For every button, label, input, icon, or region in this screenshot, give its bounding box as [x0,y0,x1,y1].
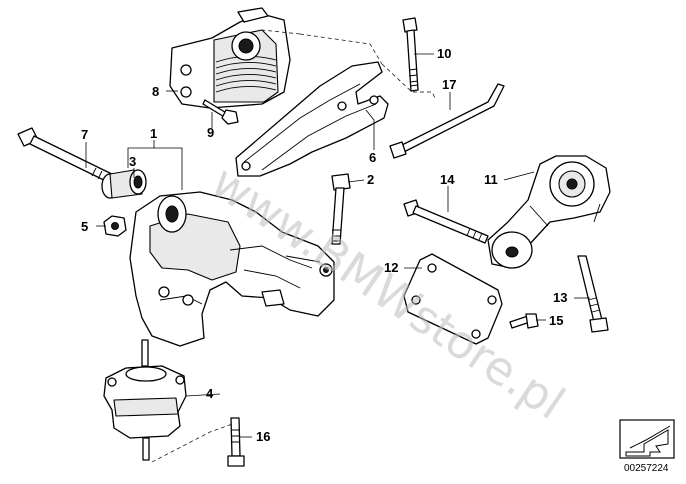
callout-13: 13 [553,290,567,305]
part-15-bolt [509,313,539,329]
callout-8: 8 [152,84,159,99]
callout-1: 1 [150,126,157,141]
part-6-bracket-arm [235,29,389,177]
part-10-bolt [381,17,437,101]
callout-5: 5 [81,219,88,234]
callout-labels: 1 2 3 4 5 6 7 8 9 10 11 12 13 14 15 16 1… [81,46,567,444]
callout-7: 7 [81,127,88,142]
part-11-rear-mount [487,155,611,269]
callout-16: 16 [256,429,270,444]
callout-11: 11 [484,172,498,187]
callout-10: 10 [437,46,451,61]
callout-12: 12 [384,260,398,275]
reference-box: 00257224 [619,419,675,474]
callout-17: 17 [442,77,456,92]
part-5-nut [103,215,127,237]
part-3-bush [101,169,147,199]
callout-6: 6 [369,150,376,165]
part-12-plate [403,253,503,345]
part-4-engine-mount [103,339,239,463]
leader-lines [85,53,590,438]
part-17-cable-tie [389,83,505,159]
part-1-main-bracket [129,191,335,347]
part-16-bolt [227,417,245,467]
callout-4: 4 [206,386,214,401]
callout-9: 9 [207,125,214,140]
part-9-bolt [202,99,239,125]
callout-14: 14 [440,172,455,187]
part-14-bolt [403,199,489,244]
part-8-upper-mount [169,7,291,109]
callout-3: 3 [129,154,136,169]
reference-number: 00257224 [624,463,669,474]
arrow-icon [625,425,671,457]
part-2-bolt [331,173,351,245]
callout-2: 2 [367,172,374,187]
part-13-bolt [577,255,609,333]
callout-15: 15 [549,313,563,328]
